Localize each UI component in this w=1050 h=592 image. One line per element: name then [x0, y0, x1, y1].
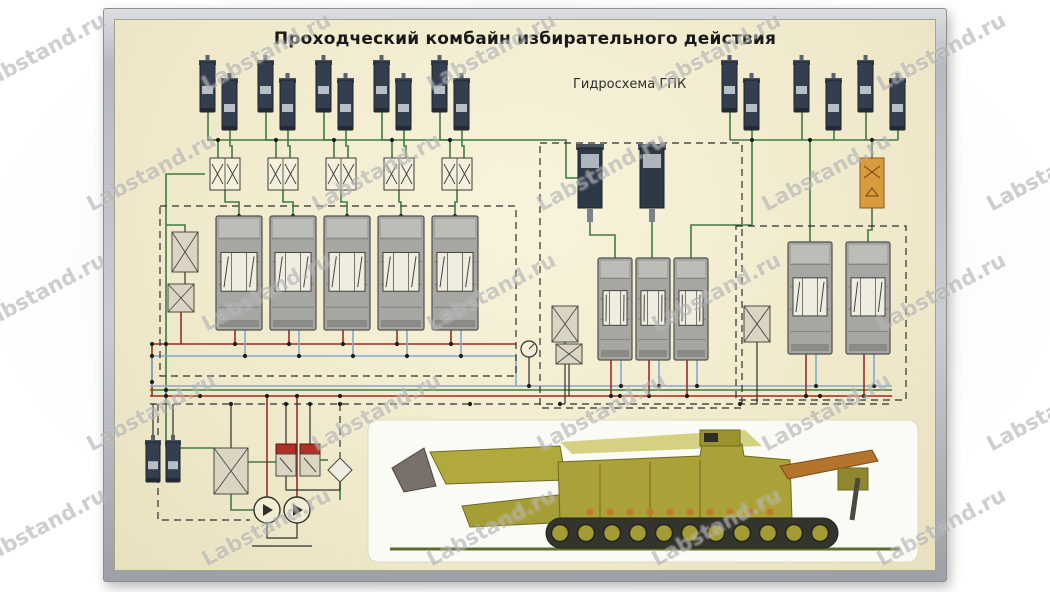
watermark-text: Labstand.ru	[0, 7, 110, 97]
watermark-text: Labstand.ru	[982, 367, 1050, 457]
stand-frame: Проходческий комбайн избирательного дейс…	[103, 8, 947, 582]
watermark-text: Labstand.ru	[0, 247, 110, 337]
schematic-panel: Проходческий комбайн избирательного дейс…	[114, 19, 936, 571]
schematic-label: Гидросхема ГПК	[573, 77, 687, 92]
panel-title: Проходческий комбайн избирательного дейс…	[273, 29, 777, 49]
watermark-text: Labstand.ru	[0, 482, 110, 572]
watermark-text: Labstand.ru	[982, 127, 1050, 217]
